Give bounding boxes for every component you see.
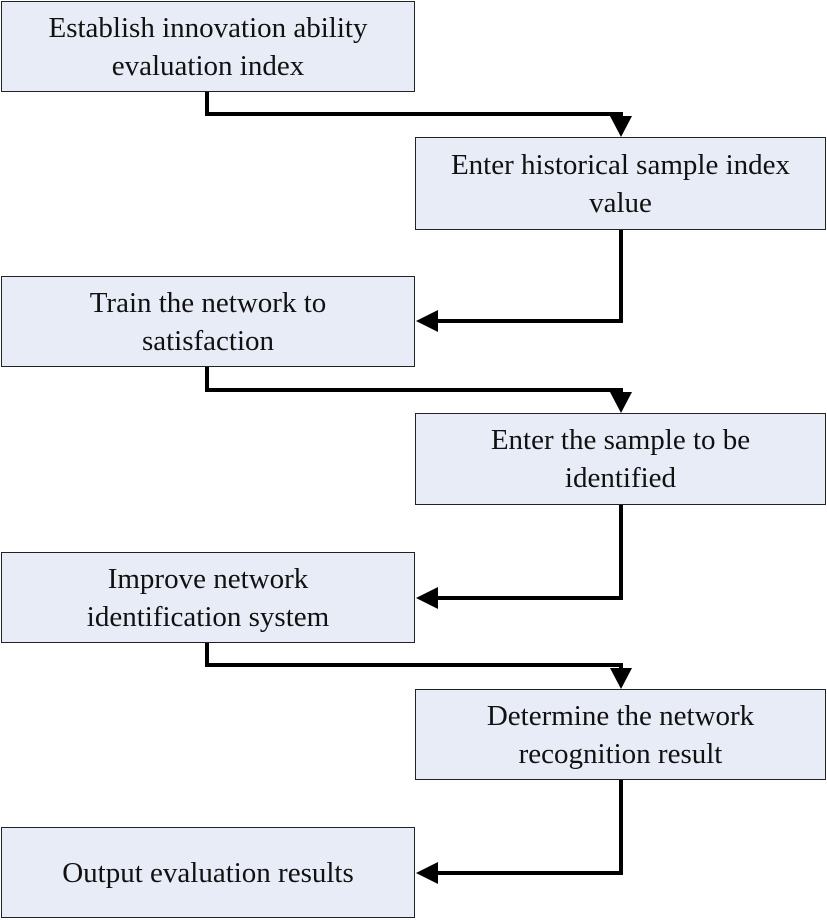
arrowhead-4-5 — [416, 587, 438, 609]
step-label: Output evaluation results — [62, 856, 354, 889]
step-box-output-results: Output evaluation results — [1, 827, 415, 918]
connector-6-7 — [436, 780, 623, 875]
connector-2-3 — [436, 230, 623, 323]
step-label: Enter the sample to be identified — [490, 424, 751, 494]
arrowhead-1-2 — [610, 116, 632, 137]
arrowhead-2-3 — [416, 310, 438, 332]
arrowhead-5-6 — [610, 668, 632, 689]
connector-4-5 — [436, 505, 623, 600]
step-box-determine-result: Determine the network recognition result — [415, 689, 826, 780]
arrowhead-3-4 — [610, 392, 632, 413]
step-box-enter-sample: Enter the sample to be identified — [415, 413, 826, 505]
step-label: Determine the network recognition result — [486, 699, 755, 770]
step-box-enter-historical-sample: Enter historical sample index value — [415, 137, 826, 230]
connector-5-6 — [205, 643, 623, 670]
step-label: Establish innovation ability evaluation … — [48, 11, 368, 82]
step-box-establish-index: Establish innovation ability evaluation … — [1, 1, 415, 92]
step-box-improve-system: Improve network identification system — [1, 552, 415, 643]
step-label: Improve network identification system — [86, 562, 330, 633]
connector-1-2 — [205, 92, 623, 118]
step-box-train-network: Train the network to satisfaction — [1, 276, 415, 367]
connector-3-4 — [205, 367, 623, 394]
step-label: Train the network to satisfaction — [89, 286, 327, 357]
arrowhead-6-7 — [416, 862, 438, 884]
step-label: Enter historical sample index value — [450, 148, 791, 219]
